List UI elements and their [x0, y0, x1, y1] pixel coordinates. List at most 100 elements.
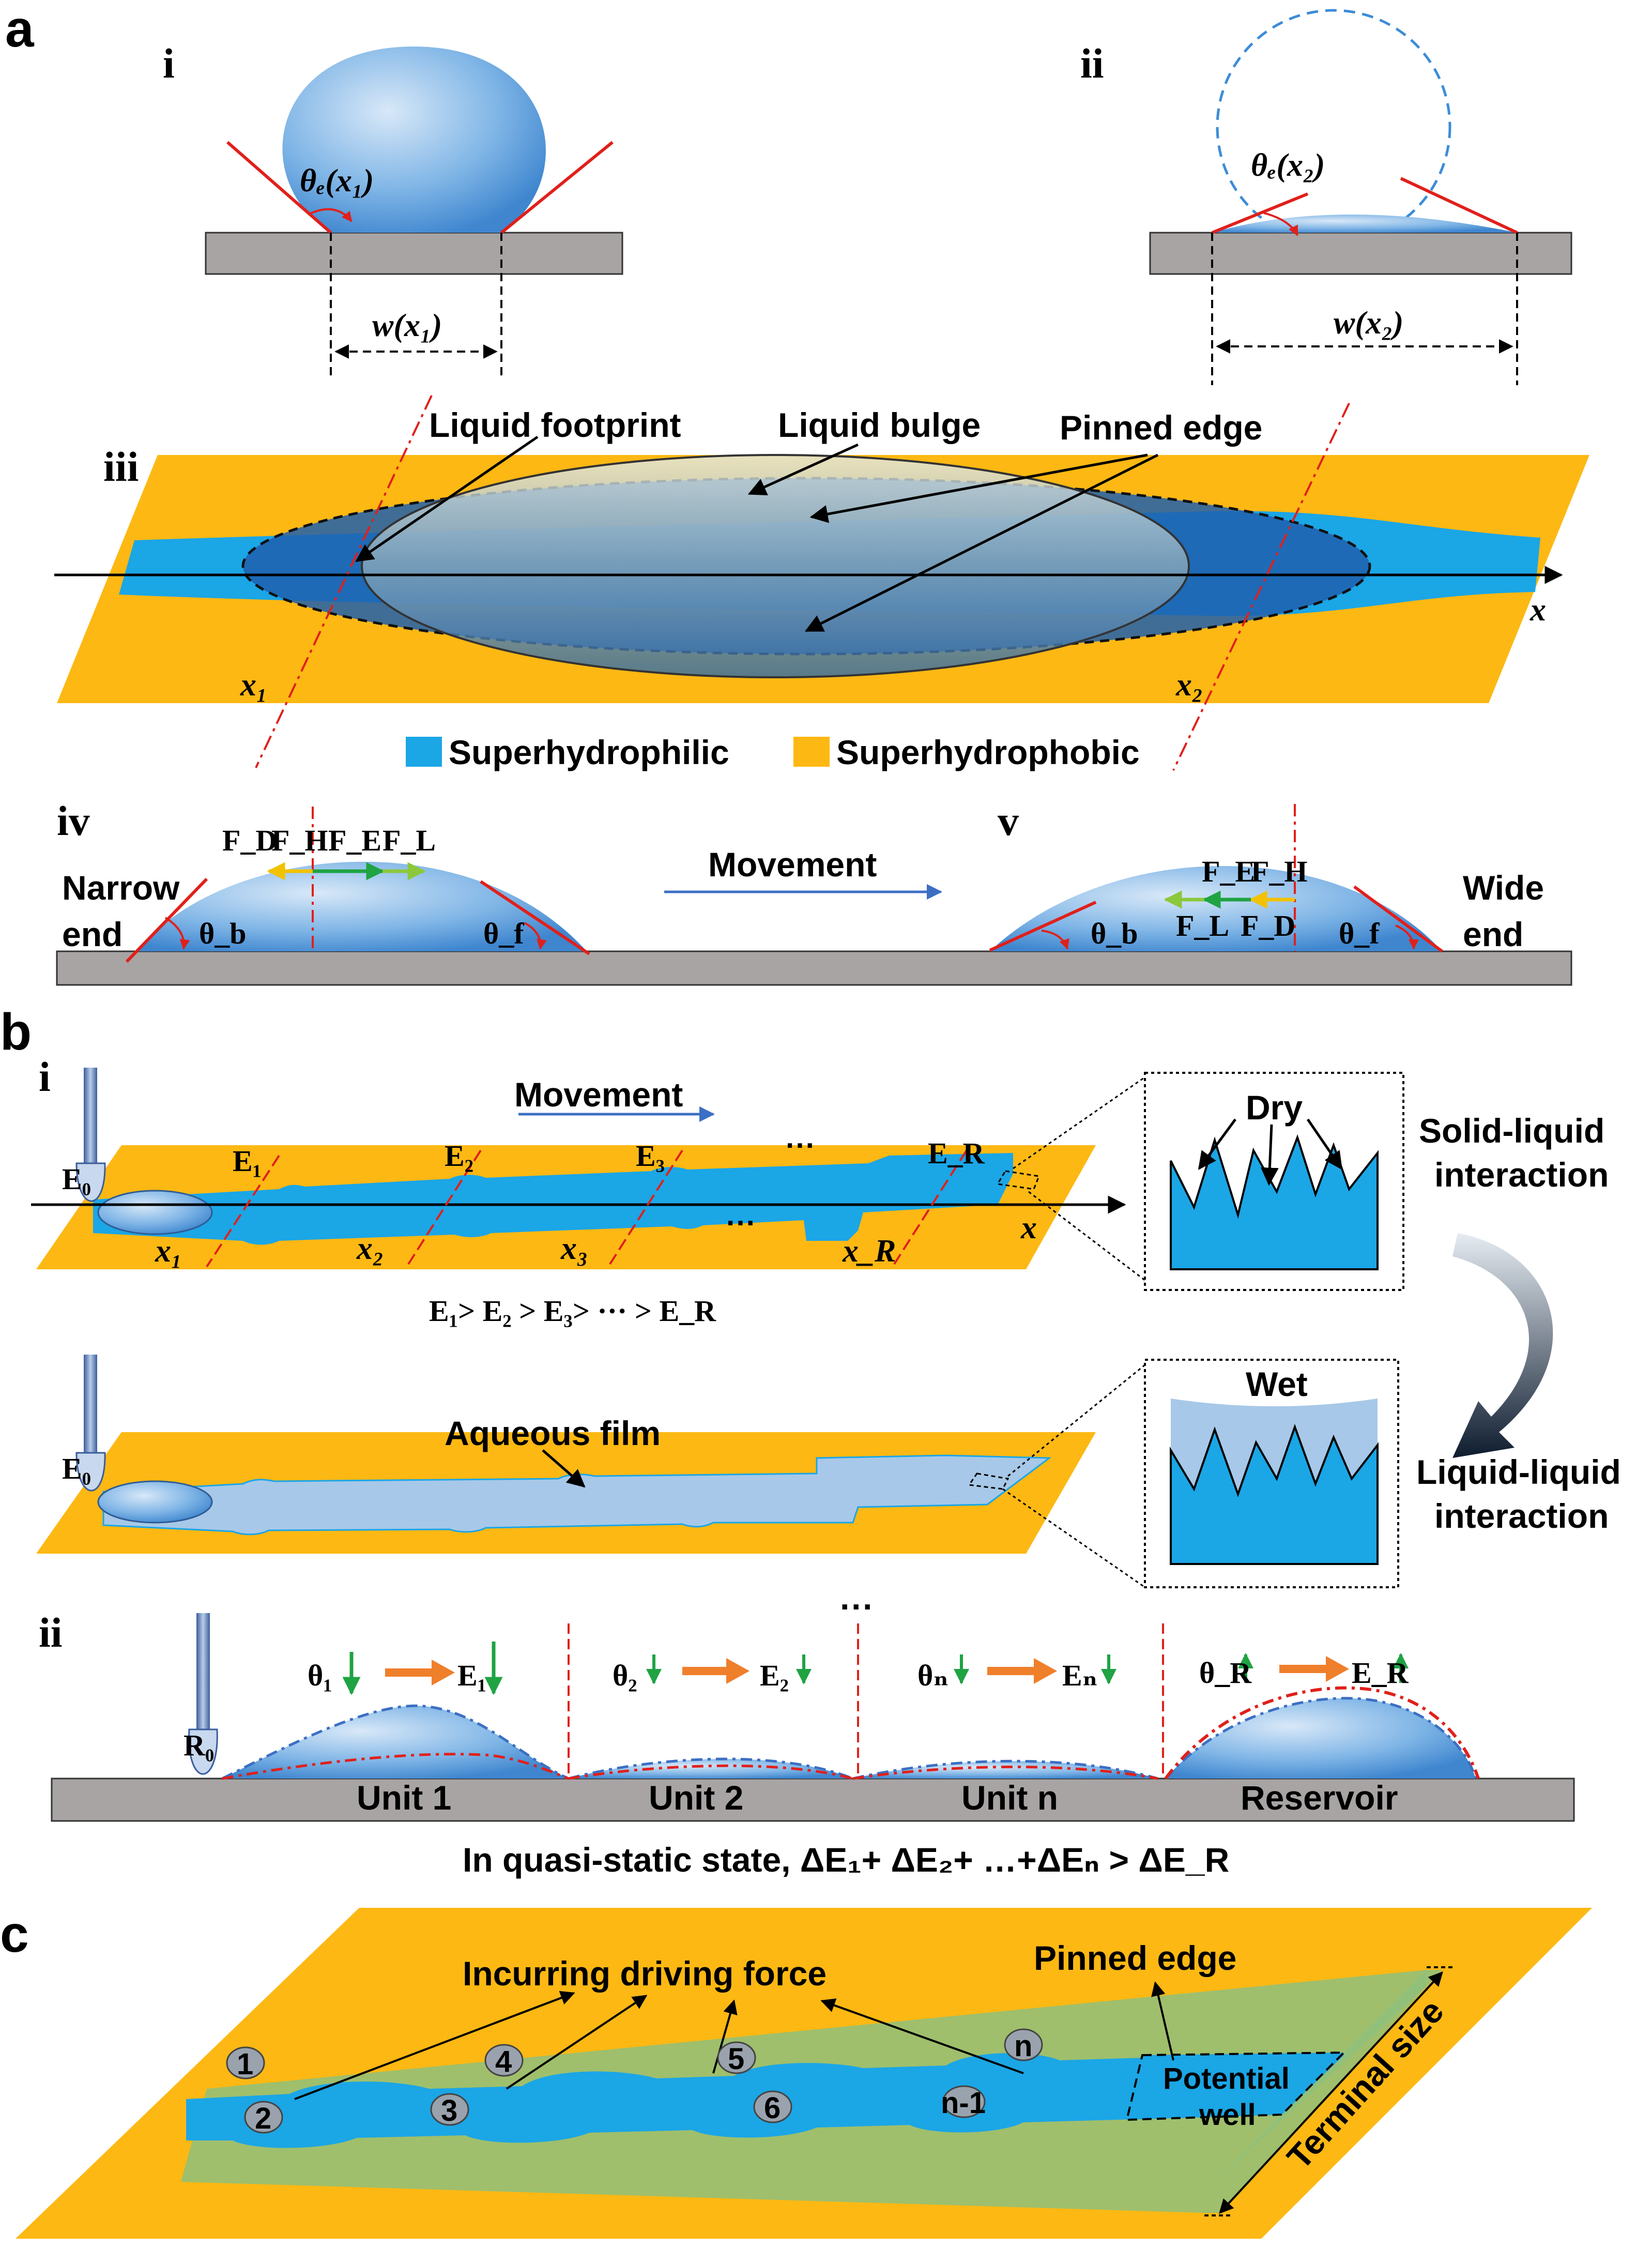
numbered-droplets — [226, 2028, 1043, 2134]
legend-swatch-superhydrophilic — [406, 737, 442, 767]
label-dots-top: ··· — [840, 1587, 874, 1626]
label-force-fl-v: F_L — [1176, 909, 1229, 943]
label-movement-b: Movement — [514, 1075, 683, 1114]
subpanel-label-a-ii: ii — [1080, 40, 1104, 87]
label-liquid-liquid: Liquid-liquid — [1416, 1453, 1621, 1491]
label-dots-mid: ··· — [726, 1206, 756, 1240]
label-wide-end: end — [1463, 915, 1523, 953]
label-theta-f-v: θ_f — [1339, 917, 1380, 950]
label-force-fe-iv: F_E — [328, 824, 381, 857]
label-force-fh-v: F_H — [1251, 855, 1308, 888]
label-en-ii: Eₙ — [1062, 1659, 1098, 1692]
label-energy-order: E₁> E₂ > E₃> ··· > E_R — [429, 1294, 716, 1328]
label-er: E_R — [928, 1136, 985, 1170]
label-e1-ii: E₁ — [457, 1659, 486, 1692]
label-wet: Wet — [1246, 1365, 1308, 1403]
label-theta-2: θ₂ — [613, 1659, 637, 1692]
label-e2-ii: E₂ — [760, 1659, 789, 1692]
energy-profile-schematic — [51, 1613, 1575, 1822]
label-potential: Potential — [1163, 2062, 1290, 2095]
label-narrow: Narrow — [62, 869, 180, 907]
label-liquid-footprint: Liquid footprint — [429, 406, 681, 444]
droplet-label-2: 2 — [255, 2102, 271, 2135]
subpanel-label-a-iii: iii — [103, 443, 139, 490]
label-pinned-edge-c: Pinned edge — [1034, 1939, 1236, 1977]
label-x2-a: x₂ — [1175, 667, 1203, 703]
droplet-high-contact-angle — [205, 47, 623, 377]
inset-dry-surface — [1144, 1072, 1404, 1291]
label-liquid-liquid-interaction: interaction — [1434, 1497, 1609, 1535]
transition-curved-arrow — [1452, 1233, 1553, 1458]
label-e0-bottom: E₀ — [62, 1452, 91, 1485]
subpanel-label-b-ii: ii — [39, 1609, 63, 1656]
label-e2: E₂ — [445, 1139, 473, 1173]
multi-unit-track — [16, 1908, 1592, 2239]
subpanel-label-b-i: i — [39, 1053, 51, 1100]
force-balance-schematic — [56, 804, 1572, 986]
label-xr-b: x_R — [842, 1234, 896, 1269]
subpanel-label-a-v: v — [998, 797, 1019, 844]
subpanel-label-a-i: i — [163, 40, 175, 87]
label-well: well — [1199, 2098, 1256, 2132]
label-solid-liquid: Solid-liquid — [1419, 1112, 1604, 1150]
stepped-track-wet — [36, 1355, 1145, 1588]
panel-label-b: b — [0, 1003, 32, 1061]
label-x-axis-a: x — [1529, 593, 1546, 628]
label-wide: Wide — [1463, 869, 1544, 907]
label-e3: E₃ — [636, 1139, 665, 1173]
label-r0: R₀ — [183, 1728, 214, 1762]
label-er-ii: E_R — [1352, 1656, 1409, 1690]
droplet-label-5: 5 — [728, 2042, 744, 2076]
legend-swatch-superhydrophobic — [793, 737, 830, 767]
legend-superhydrophilic: Superhydrophilic — [449, 733, 729, 771]
label-e1: E₁ — [233, 1144, 262, 1178]
label-w-x1: w(x₁) — [372, 308, 442, 343]
label-unit-1: Unit 1 — [357, 1779, 451, 1817]
label-x3-b: x₃ — [560, 1231, 588, 1266]
legend-superhydrophobic: Superhydrophobic — [836, 733, 1140, 771]
droplet-label-4: 4 — [495, 2045, 512, 2078]
label-unit-2: Unit 2 — [649, 1779, 743, 1817]
label-force-fe-v: F_E — [1202, 855, 1255, 888]
label-theta-b-iv: θ_b — [199, 917, 247, 950]
label-force-fd-v: F_D — [1241, 909, 1295, 943]
panel-label-c: c — [0, 1905, 29, 1963]
label-unit-n: Unit n — [961, 1779, 1058, 1817]
label-e-dots: ··· — [786, 1129, 816, 1162]
wedge-track-plane — [54, 395, 1589, 771]
label-aqueous-film: Aqueous film — [445, 1414, 661, 1452]
label-incurring-force: Incurring driving force — [463, 1954, 827, 1993]
label-force-fl-iv: F_L — [383, 824, 436, 857]
droplet-label-3: 3 — [441, 2094, 457, 2128]
label-theta-b-v: θ_b — [1091, 917, 1138, 950]
droplet-label-6: 6 — [764, 2091, 781, 2125]
label-quasi-static: In quasi-static state, ΔE₁+ ΔE₂+ …+ΔEₙ >… — [463, 1841, 1229, 1879]
droplet-label-n: n — [1014, 2029, 1032, 2063]
label-theta-1: θ₁ — [308, 1659, 332, 1692]
label-theta-r: θ_R — [1199, 1656, 1252, 1690]
label-solid-liquid-interaction: interaction — [1434, 1156, 1609, 1194]
label-theta-x1: θₑ(x₁) — [300, 163, 374, 199]
label-pinned-edge-a: Pinned edge — [1060, 408, 1262, 447]
label-x1-a: x₁ — [240, 667, 268, 703]
label-liquid-bulge: Liquid bulge — [778, 406, 981, 444]
label-reservoir: Reservoir — [1241, 1779, 1398, 1817]
label-theta-x2: θₑ(x₂) — [1251, 148, 1325, 183]
stepped-track-dry — [31, 1068, 1148, 1283]
label-dry: Dry — [1246, 1088, 1303, 1127]
label-movement-a: Movement — [708, 845, 877, 884]
droplet-label-n-1: n-1 — [941, 2086, 986, 2120]
inset-wet-surface — [1144, 1359, 1399, 1588]
label-e0-top: E₀ — [62, 1162, 91, 1196]
panel-label-a: a — [5, 0, 35, 58]
label-w-x2: w(x₂) — [1334, 306, 1403, 341]
droplet-label-1: 1 — [237, 2047, 253, 2081]
label-x1-b: x₁ — [155, 1234, 182, 1269]
label-x-axis-b: x — [1020, 1210, 1037, 1245]
subpanel-label-a-iv: iv — [57, 797, 90, 844]
label-force-fd-iv: F_D — [222, 824, 277, 857]
label-theta-n: θₙ — [917, 1659, 949, 1692]
label-theta-f-iv: θ_f — [483, 917, 524, 950]
label-force-fh-iv: F_H — [271, 824, 328, 857]
